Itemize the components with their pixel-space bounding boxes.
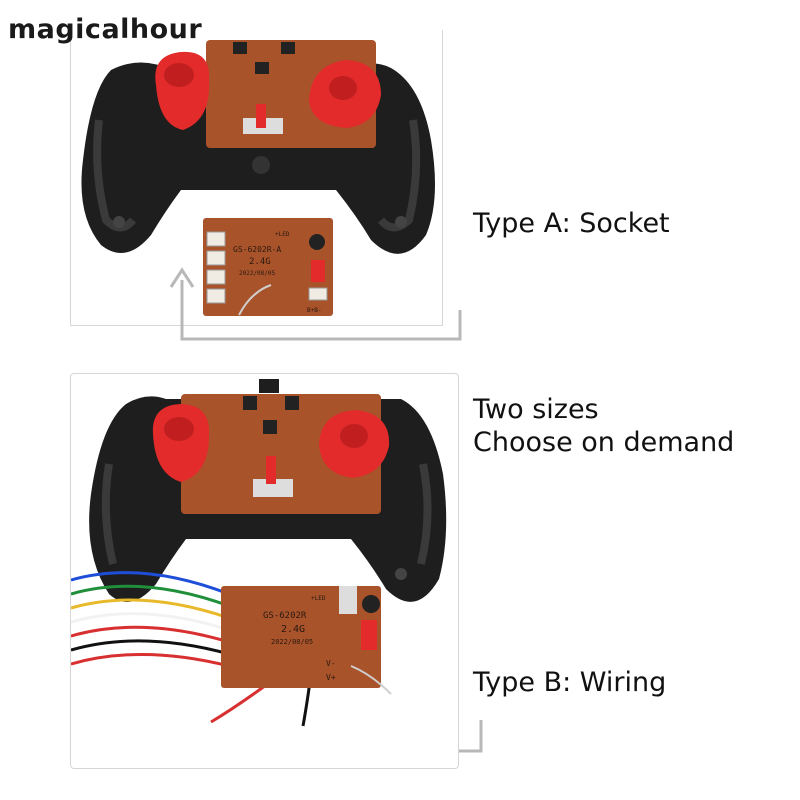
type-b-illustration: GS-6202R 2.4G 2022/08/05 +LED V+ V- [71, 379, 447, 727]
board-a-date: 2022/08/05 [239, 270, 276, 277]
board-b-model: GS-6202R [263, 611, 307, 621]
board-a-freq: 2.4G [249, 257, 271, 267]
caption-choose-on-demand: Choose on demand [473, 427, 735, 458]
right-joystick [309, 60, 381, 128]
receiver-board-a: GS-6202R-A 2.4G 2022/08/05 +LED B+B- [203, 218, 333, 316]
receiver-board-b: GS-6202R 2.4G 2022/08/05 +LED V+ V- [221, 586, 392, 695]
board-a-model: GS-6202R-A [233, 245, 281, 254]
board-b-date: 2022/08/05 [271, 638, 313, 646]
left-joystick [155, 51, 210, 130]
wire [71, 652, 230, 668]
wire [71, 639, 230, 656]
wire [71, 612, 230, 632]
board-b-freq: 2.4G [281, 624, 305, 635]
board-b-vminus: V- [326, 659, 336, 668]
caption-type-a: Type A: Socket [473, 208, 670, 239]
wire [71, 584, 230, 608]
right-joystick [319, 410, 390, 478]
caption-type-b: Type B: Wiring [473, 667, 667, 698]
caption-two-sizes: Two sizes [473, 394, 599, 425]
type-a-illustration: GS-6202R-A 2.4G 2022/08/05 +LED B+B- [81, 40, 435, 316]
board-b-led: +LED [311, 595, 326, 602]
wire [71, 571, 230, 596]
photo-type-b: GS-6202R 2.4G 2022/08/05 +LED V+ V- [70, 373, 459, 769]
board-a-power: B+B- [307, 307, 321, 314]
board-a-led: +LED [275, 231, 290, 238]
photo-type-a: GS-6202R-A 2.4G 2022/08/05 +LED B+B- [70, 30, 443, 326]
wires [71, 571, 313, 727]
left-joystick [152, 404, 210, 482]
wire [71, 625, 230, 644]
board-b-vplus: V+ [326, 673, 336, 682]
watermark: magicalhour [8, 14, 203, 45]
wire [71, 598, 230, 620]
